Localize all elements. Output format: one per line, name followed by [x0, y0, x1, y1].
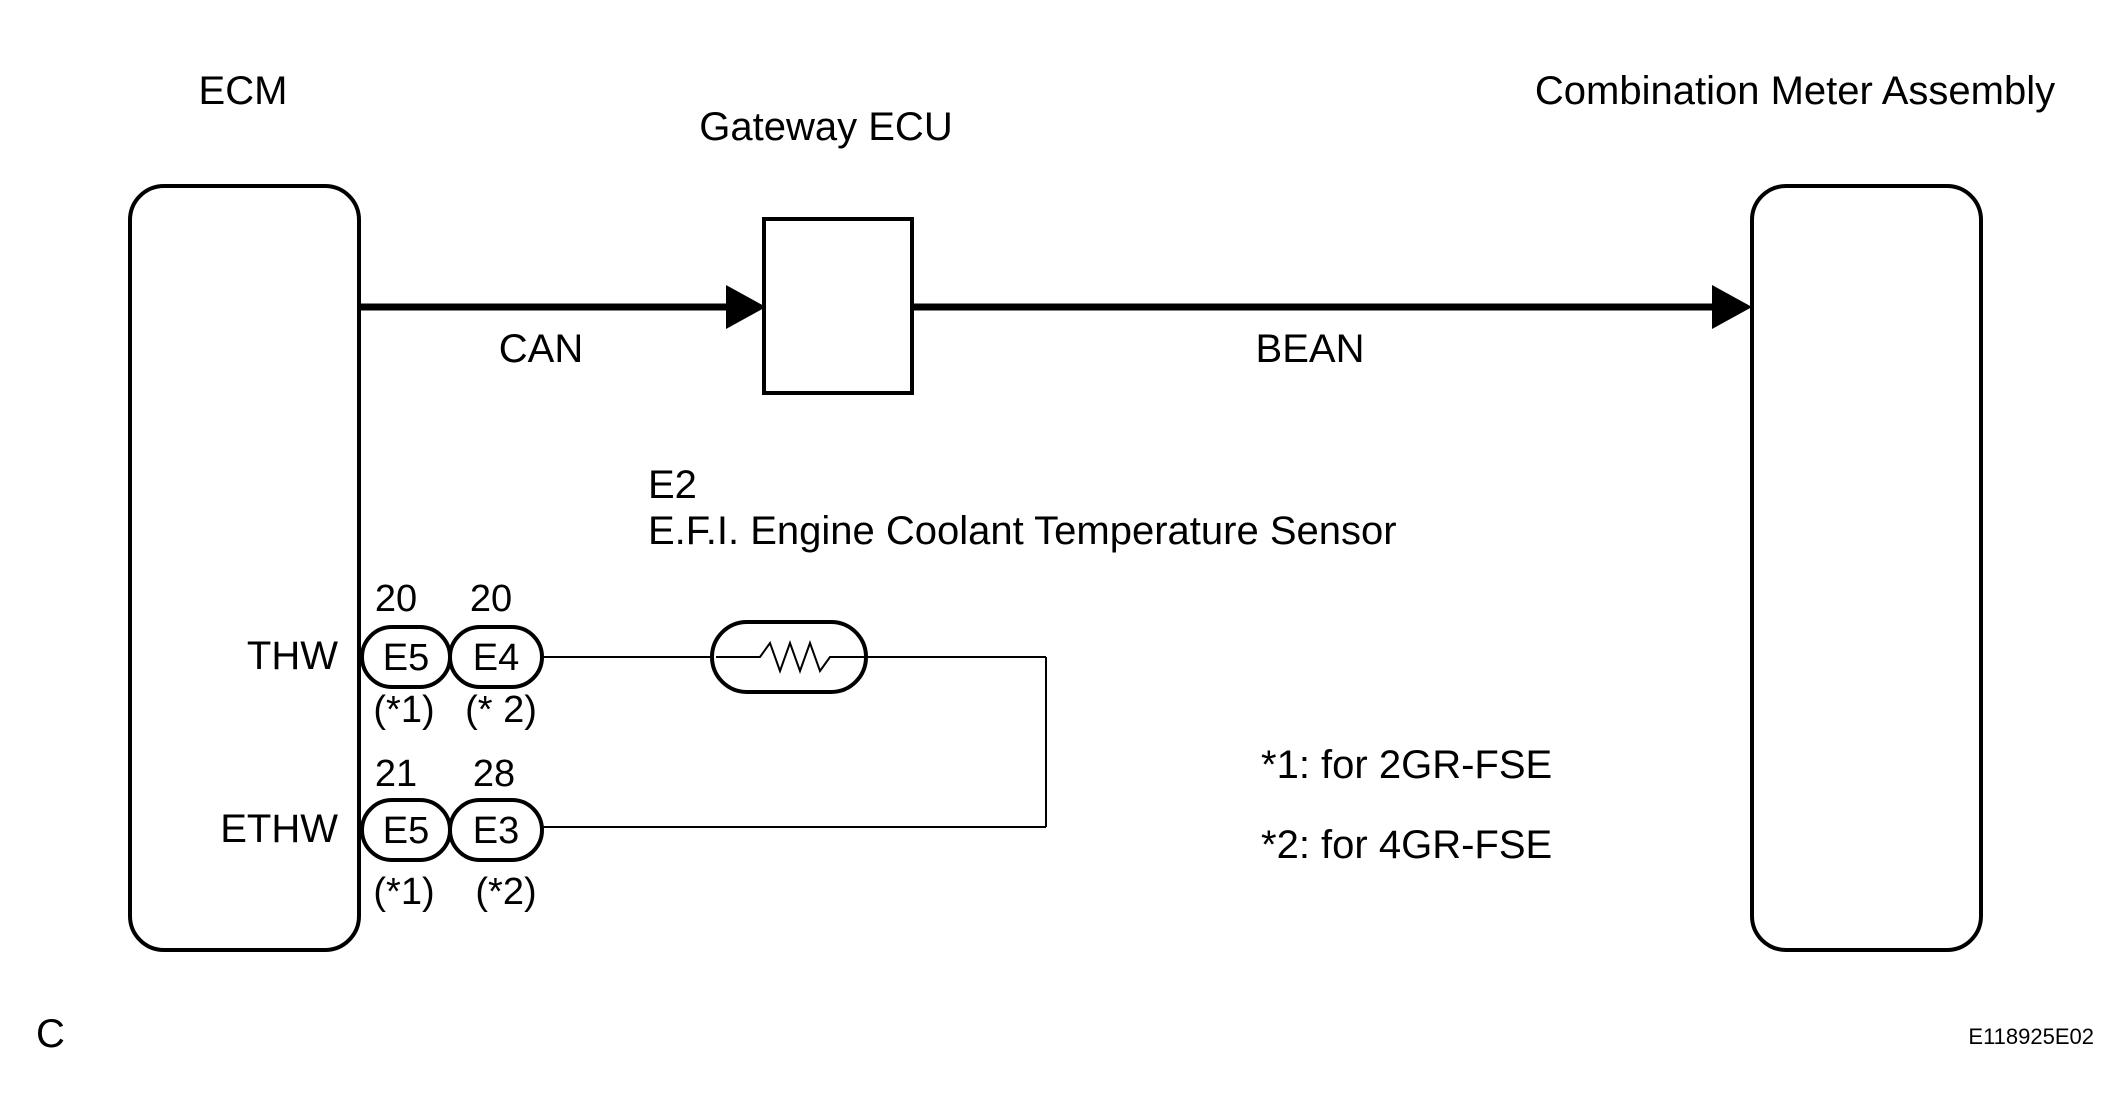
figure-id: E118925E02 — [1968, 1024, 2094, 1049]
ethw-connector-2-label: E3 — [473, 810, 519, 852]
ethw-pin-2: 28 — [473, 753, 515, 795]
bean-arrowhead — [1712, 285, 1752, 329]
ecm-title: ECM — [199, 69, 288, 113]
sensor-code: E2 — [648, 463, 697, 507]
can-label: CAN — [499, 327, 583, 371]
thw-pin-1: 20 — [375, 578, 417, 620]
can-arrowhead — [726, 285, 766, 329]
ethw-pin-1: 21 — [375, 753, 417, 795]
meter-title: Combination Meter Assembly — [1535, 69, 2055, 113]
note-2: *2: for 4GR-FSE — [1261, 823, 1552, 867]
thw-connector-2-label: E4 — [473, 637, 519, 679]
thw-connector-1-label: E5 — [383, 637, 429, 679]
ethw-note-2: (*2) — [475, 871, 536, 913]
meter-box — [1750, 184, 1983, 952]
thw-note-1: (*1) — [373, 689, 434, 731]
gateway-box — [762, 217, 914, 395]
ethw-connector-2 — [448, 798, 544, 862]
bean-label: BEAN — [1256, 327, 1365, 371]
gateway-title: Gateway ECU — [699, 105, 952, 149]
ethw-signal: ETHW — [220, 807, 338, 851]
ethw-note-1: (*1) — [373, 871, 434, 913]
thw-signal: THW — [247, 634, 338, 678]
note-1: *1: for 2GR-FSE — [1261, 743, 1552, 787]
sensor-label: E.F.I. Engine Coolant Temperature Sensor — [648, 509, 1397, 553]
thw-note-2: (* 2) — [465, 689, 537, 731]
thw-pin-2: 20 — [470, 578, 512, 620]
ethw-connector-1-label: E5 — [383, 810, 429, 852]
ecm-box — [128, 184, 361, 952]
footer-left-code: C — [36, 1012, 65, 1056]
resistor-symbol — [716, 640, 866, 674]
